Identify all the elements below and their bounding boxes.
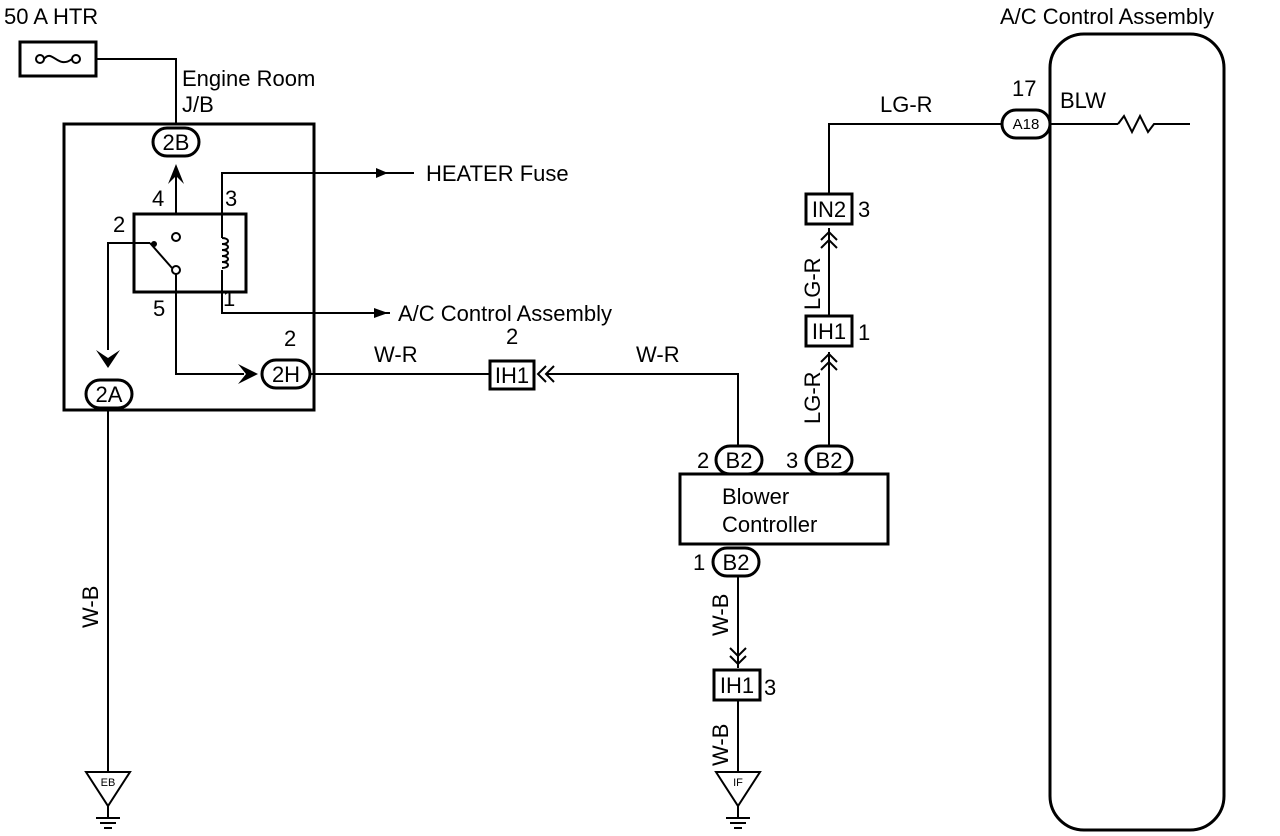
connector-ih1-a-pin: 2 (506, 324, 518, 349)
chevron-in2-icon (820, 230, 838, 249)
connector-b2-right-pin: 3 (786, 448, 798, 473)
connector-2a-label: 2A (96, 382, 123, 407)
wire-lg-r-top (828, 123, 1002, 194)
connector-ih1-c-label: IH1 (720, 673, 754, 698)
connector-2b (151, 126, 201, 158)
wire-label-w-b-mid: W-B (708, 594, 733, 636)
arrow-heater-fuse (376, 168, 388, 178)
connector-b2-bottom-pin: 1 (693, 550, 705, 575)
relay-pin-3: 3 (225, 186, 237, 211)
fuse-htr-box (18, 40, 98, 78)
connector-b2-bottom-label: B2 (723, 550, 750, 575)
ac-control-assembly-box (1048, 32, 1226, 832)
heater-fuse-label: HEATER Fuse (426, 161, 569, 186)
ground-if-label: IF (733, 777, 743, 789)
wire-label-w-r-right: W-R (636, 342, 680, 367)
blower-label-line1: Blower (722, 484, 789, 509)
wire-relay-to-2h (175, 274, 244, 375)
wire-label-lg-r-low: LG-R (800, 371, 825, 424)
connector-2h-pin: 2 (284, 326, 296, 351)
connector-b2-left-pin: 2 (697, 448, 709, 473)
connector-2b-label: 2B (163, 130, 190, 155)
wire-fuse-to-2b (96, 58, 177, 128)
arrow-2h (238, 364, 258, 384)
connector-b2-right-label: B2 (816, 448, 843, 473)
resistor-icon (1117, 113, 1190, 135)
connector-a18-pin: 17 (1012, 76, 1036, 101)
connector-2h-label: 2H (272, 362, 300, 387)
wire-heater-fuse (221, 172, 414, 238)
ground-eb-icon (84, 771, 132, 829)
chevron-ih1-c-icon (729, 647, 747, 666)
wire-w-r-right (546, 373, 739, 446)
ground-eb-label: EB (101, 777, 116, 789)
wire-label-lg-r-top: LG-R (880, 92, 933, 117)
ac-control-arrow-label: A/C Control Assembly (398, 301, 612, 326)
connector-ih1-b-label: IH1 (812, 319, 846, 344)
connector-ih1-a-label: IH1 (495, 363, 529, 388)
relay-box (132, 212, 248, 294)
connector-b2-bottom (711, 546, 761, 578)
connector-b2-left-label: B2 (726, 448, 753, 473)
wire-relay-to-2a (107, 242, 150, 350)
wire-label-lg-r-mid: LG-R (800, 257, 825, 310)
fuse-icon (35, 54, 81, 64)
ac-control-title: A/C Control Assembly (1000, 4, 1214, 29)
connector-ih1-c (712, 668, 762, 702)
wire-ac-control (221, 270, 390, 314)
engine-room-label: Engine Room (182, 66, 315, 91)
wire-label-w-r-left: W-R (374, 342, 418, 367)
relay-coil-icon (221, 237, 229, 269)
chevron-ih1-b-icon (820, 352, 838, 371)
fuse-htr-label: 50 A HTR (4, 4, 98, 29)
connector-ih1-c-pin: 3 (764, 675, 776, 700)
blw-terminal-label: BLW (1060, 88, 1106, 113)
blower-controller-box (678, 472, 890, 546)
wire-label-w-b-low: W-B (708, 724, 733, 766)
connector-in2-label: IN2 (812, 197, 846, 222)
arrow-2b (168, 164, 184, 184)
blower-label-line2: Controller (722, 512, 817, 537)
wire-label-w-b-left: W-B (78, 586, 103, 628)
relay-switch-icon (149, 232, 181, 275)
arrow-2a (96, 350, 120, 368)
connector-in2-pin: 3 (858, 197, 870, 222)
relay-pin-1: 1 (223, 286, 235, 311)
jb-label: J/B (182, 92, 214, 117)
relay-pin-2: 2 (113, 212, 125, 237)
relay-pin-5: 5 (153, 296, 165, 321)
connector-ih1-b-pin: 1 (858, 320, 870, 345)
arrow-ac-control (374, 308, 388, 318)
relay-pin-4: 4 (152, 186, 164, 211)
ground-if-icon (714, 771, 762, 829)
connector-a18-label: A18 (1013, 116, 1040, 133)
connector-ih1-a (488, 359, 536, 391)
